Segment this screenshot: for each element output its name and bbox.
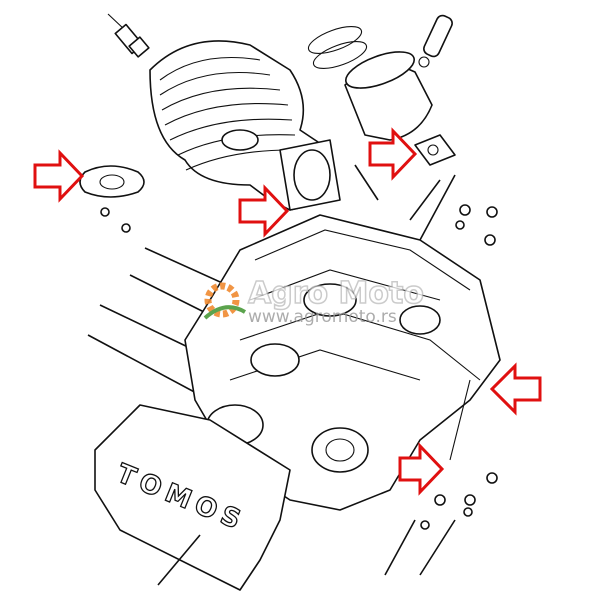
arrow-right-icon xyxy=(238,184,290,238)
arrow-right-icon xyxy=(368,127,418,181)
bolts xyxy=(157,204,498,586)
arrow-right-icon xyxy=(33,149,85,203)
watermark-gear-icon xyxy=(204,282,240,318)
cylinder xyxy=(149,40,341,211)
arrow-right-icon xyxy=(398,442,445,496)
watermark-leaf-icon xyxy=(203,305,247,320)
intake-gasket xyxy=(414,134,456,166)
watermark-name: Agro Moto xyxy=(248,276,424,311)
piston-assembly xyxy=(307,14,456,166)
spark-plug xyxy=(107,13,150,58)
side-cover: TOMOS xyxy=(94,404,291,591)
exhaust-gasket xyxy=(79,165,145,233)
arrow-left-icon xyxy=(489,362,542,416)
arrows xyxy=(33,127,542,496)
watermark-url: www.agromoto.rs xyxy=(248,307,397,327)
watermark: Agro Moto www.agromoto.rs xyxy=(203,275,425,327)
crankcase xyxy=(184,214,501,511)
